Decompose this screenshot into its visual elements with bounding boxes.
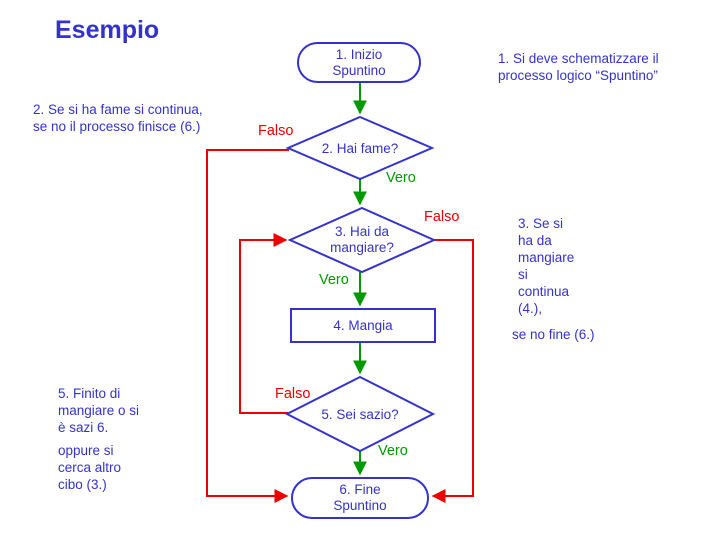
slide-title: Esempio — [55, 16, 160, 44]
label-mangiare-falso: Falso — [424, 209, 460, 225]
annotation-sazio-line3: è sazi 6. — [58, 420, 109, 435]
annotation-fame-line1: 2. Se si ha fame si continua, — [33, 102, 203, 117]
annotation-mangiare-footer: se no fine (6.) — [512, 327, 595, 342]
annotation-sazio-alt-line2: cerca altro — [58, 460, 122, 475]
annotation-sazio-line2: mangiare o si — [58, 403, 140, 418]
annotation-mangiare-line6: (4.), — [518, 301, 543, 316]
start-node-shape — [297, 42, 421, 83]
decision-sei-sazio-shape — [284, 375, 436, 453]
annotation-fame-line2: se no il processo finisce (6.) — [33, 119, 201, 134]
start-node-label: 1. Inizio Spuntino — [298, 47, 420, 79]
annotation-sazio-alt: oppure si cerca altro cibo (3.) — [58, 442, 121, 493]
annotation-schematizzare-line1: 1. Si deve schematizzare il — [498, 51, 659, 66]
edge-haifame-falso-to-fine — [206, 149, 289, 503]
annotation-mangiare: 3. Se si ha da mangiare si continua (4.)… — [518, 215, 574, 317]
label-sazio-falso: Falso — [275, 386, 311, 402]
annotation-mangiare-line1: 3. Se si — [518, 216, 564, 231]
end-node-line2: Spuntino — [333, 498, 387, 513]
edge-sazio-falso-loop-to-mangiare — [239, 233, 288, 414]
annotation-sazio-alt-line3: cibo (3.) — [58, 477, 107, 492]
decision-hai-fame-label: 2. Hai fame? — [321, 141, 399, 156]
hai-da-mangiare-line2: mangiare? — [330, 240, 394, 255]
start-node-line2: Spuntino — [332, 63, 386, 78]
annotation-fame: 2. Se si ha fame si continua, se no il p… — [33, 101, 203, 135]
decision-hai-fame-shape — [285, 115, 435, 181]
annotation-mangiare-line5: continua — [518, 284, 570, 299]
label-mangiare-vero: Vero — [319, 272, 349, 288]
edge-mangiare-falso-to-fine — [431, 239, 474, 503]
end-node-label: 6. Fine Spuntino — [292, 482, 428, 514]
decision-hai-da-mangiare-label: 3. Hai da mangiare? — [290, 224, 434, 256]
decision-sei-sazio-label: 5. Sei sazio? — [321, 407, 399, 422]
process-mangia-label: 4. Mangia — [333, 318, 393, 333]
annotation-mangiare-line3: mangiare — [518, 250, 575, 265]
annotation-sazio-alt-line1: oppure si — [58, 443, 114, 458]
label-haifame-falso: Falso — [258, 123, 294, 139]
end-node-shape — [291, 477, 429, 519]
start-node-line1: 1. Inizio — [335, 47, 383, 62]
process-mangia-shape — [290, 308, 436, 343]
annotation-sazio-line1: 5. Finito di — [58, 386, 121, 401]
annotation-mangiare-line2: ha da — [518, 233, 552, 248]
end-node-line1: 6. Fine — [339, 482, 381, 497]
annotation-sazio: 5. Finito di mangiare o si è sazi 6. — [58, 385, 139, 436]
annotation-schematizzare-line2: processo logico “Spuntino” — [498, 68, 658, 83]
label-haifame-vero: Vero — [386, 170, 416, 186]
decision-hai-da-mangiare-shape — [287, 206, 437, 274]
annotation-mangiare-line4: si — [518, 267, 528, 282]
label-sazio-vero: Vero — [378, 443, 408, 459]
annotation-schematizzare: 1. Si deve schematizzare il processo log… — [498, 50, 659, 84]
hai-da-mangiare-line1: 3. Hai da — [334, 224, 390, 239]
